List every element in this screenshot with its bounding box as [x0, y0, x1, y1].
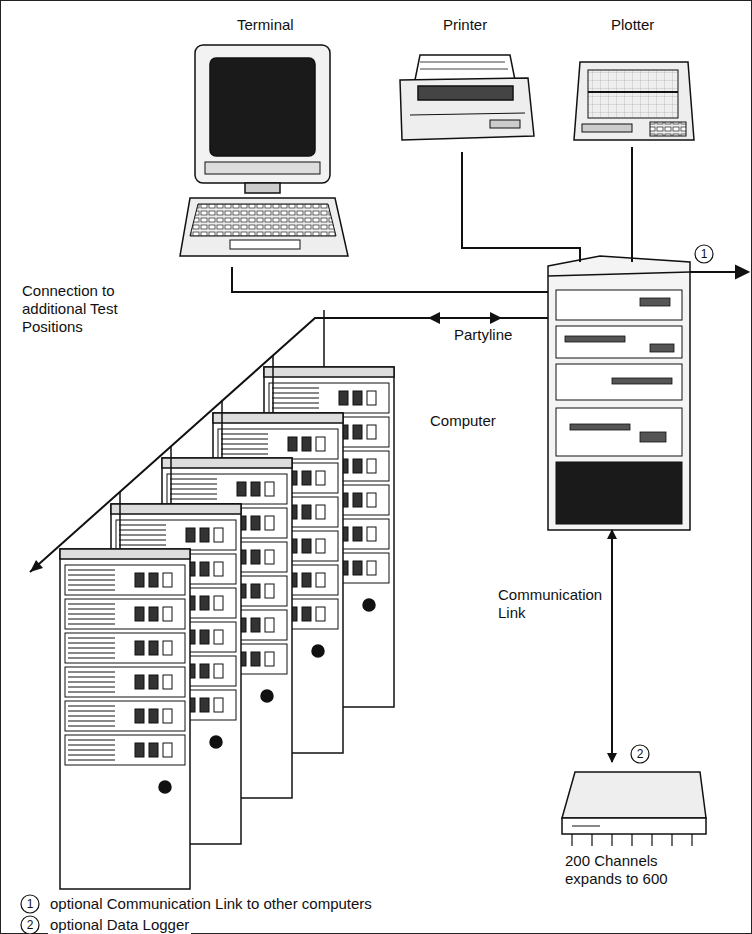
plotter-illustration [574, 62, 694, 140]
node-label: Plotter [611, 16, 654, 34]
printer-illustration [400, 55, 534, 140]
test-position-racks [60, 310, 394, 889]
callout-number: 2 [21, 916, 39, 934]
terminal-illustration [180, 45, 348, 256]
terminal-node: Terminal [180, 12, 350, 267]
connector-label: Communication Link [496, 586, 604, 622]
callout-number: 2 [631, 745, 649, 763]
connector [611, 530, 613, 762]
data-logger-illustration [562, 772, 706, 834]
computer-node: Computer [548, 262, 690, 530]
data-logger-node: 200 Channels expands to 600 [555, 762, 710, 892]
node-label: Terminal [237, 16, 294, 34]
node-label: 200 Channels expands to 600 [565, 852, 705, 888]
connector [631, 147, 633, 262]
callout-number: 1 [695, 245, 713, 263]
callout-number: 1 [21, 895, 39, 913]
printer-node: Printer [395, 12, 535, 152]
note-label: Connection to additional Test Positions [20, 282, 124, 336]
external-link-arrow [690, 266, 748, 278]
connector [462, 152, 580, 262]
footnote-text: optional Communication Link to other com… [48, 895, 374, 913]
plotter-node: Plotter [570, 12, 695, 147]
rack [60, 492, 190, 889]
connector [232, 267, 548, 292]
partyline-arrowheads [30, 312, 502, 572]
logger-channel-leads [572, 834, 692, 846]
node-label: Printer [443, 16, 487, 34]
bus-label: Partyline [452, 326, 514, 344]
footnote-text: optional Data Logger [48, 916, 191, 934]
callout-circles [21, 245, 713, 934]
computer-rack [548, 256, 690, 530]
node-label: Computer [430, 412, 496, 430]
